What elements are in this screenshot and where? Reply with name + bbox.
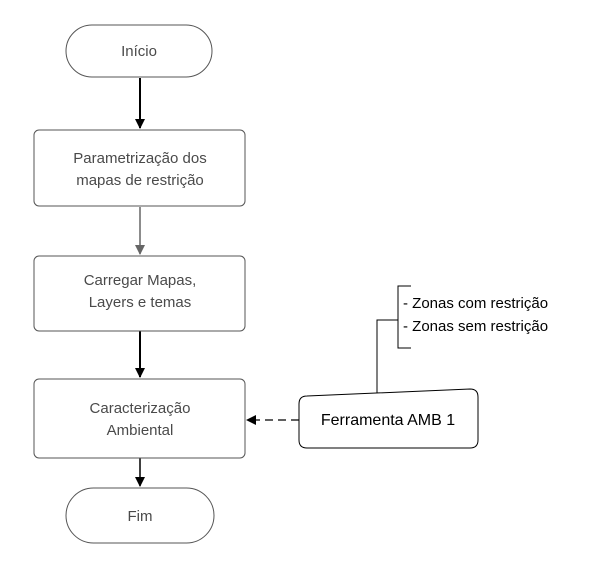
process-caracterizacao-line-2: Ambiental <box>107 422 174 439</box>
annotation-connector <box>376 319 398 395</box>
annotation-bracket <box>397 285 411 349</box>
process-carregar-line-1: Carregar Mapas, <box>84 272 197 289</box>
process-carregar-line-2: Layers e temas <box>89 294 192 311</box>
tool-ferramenta: Ferramenta AMB 1 <box>298 388 479 449</box>
tool-ferramenta-label: Ferramenta AMB 1 <box>321 412 455 429</box>
process-caracterizacao: Caracterização Ambiental <box>33 378 246 459</box>
annotation: - Zonas com restrição - Zonas sem restri… <box>403 295 548 335</box>
process-parametrizacao: Parametrização dos mapas de restrição <box>33 129 246 207</box>
start-label: Início <box>121 43 157 60</box>
end-label: Fim <box>128 508 153 525</box>
process-parametrizacao-line-2: mapas de restrição <box>76 172 204 189</box>
annotation-line-1: - Zonas com restrição <box>403 295 548 312</box>
start-terminal: Início <box>65 24 213 78</box>
process-carregar: Carregar Mapas, Layers e temas <box>33 255 246 332</box>
process-parametrizacao-line-1: Parametrização dos <box>73 150 206 167</box>
process-caracterizacao-line-1: Caracterização <box>90 400 191 417</box>
end-terminal: Fim <box>65 487 215 544</box>
annotation-line-2: - Zonas sem restrição <box>403 318 548 335</box>
